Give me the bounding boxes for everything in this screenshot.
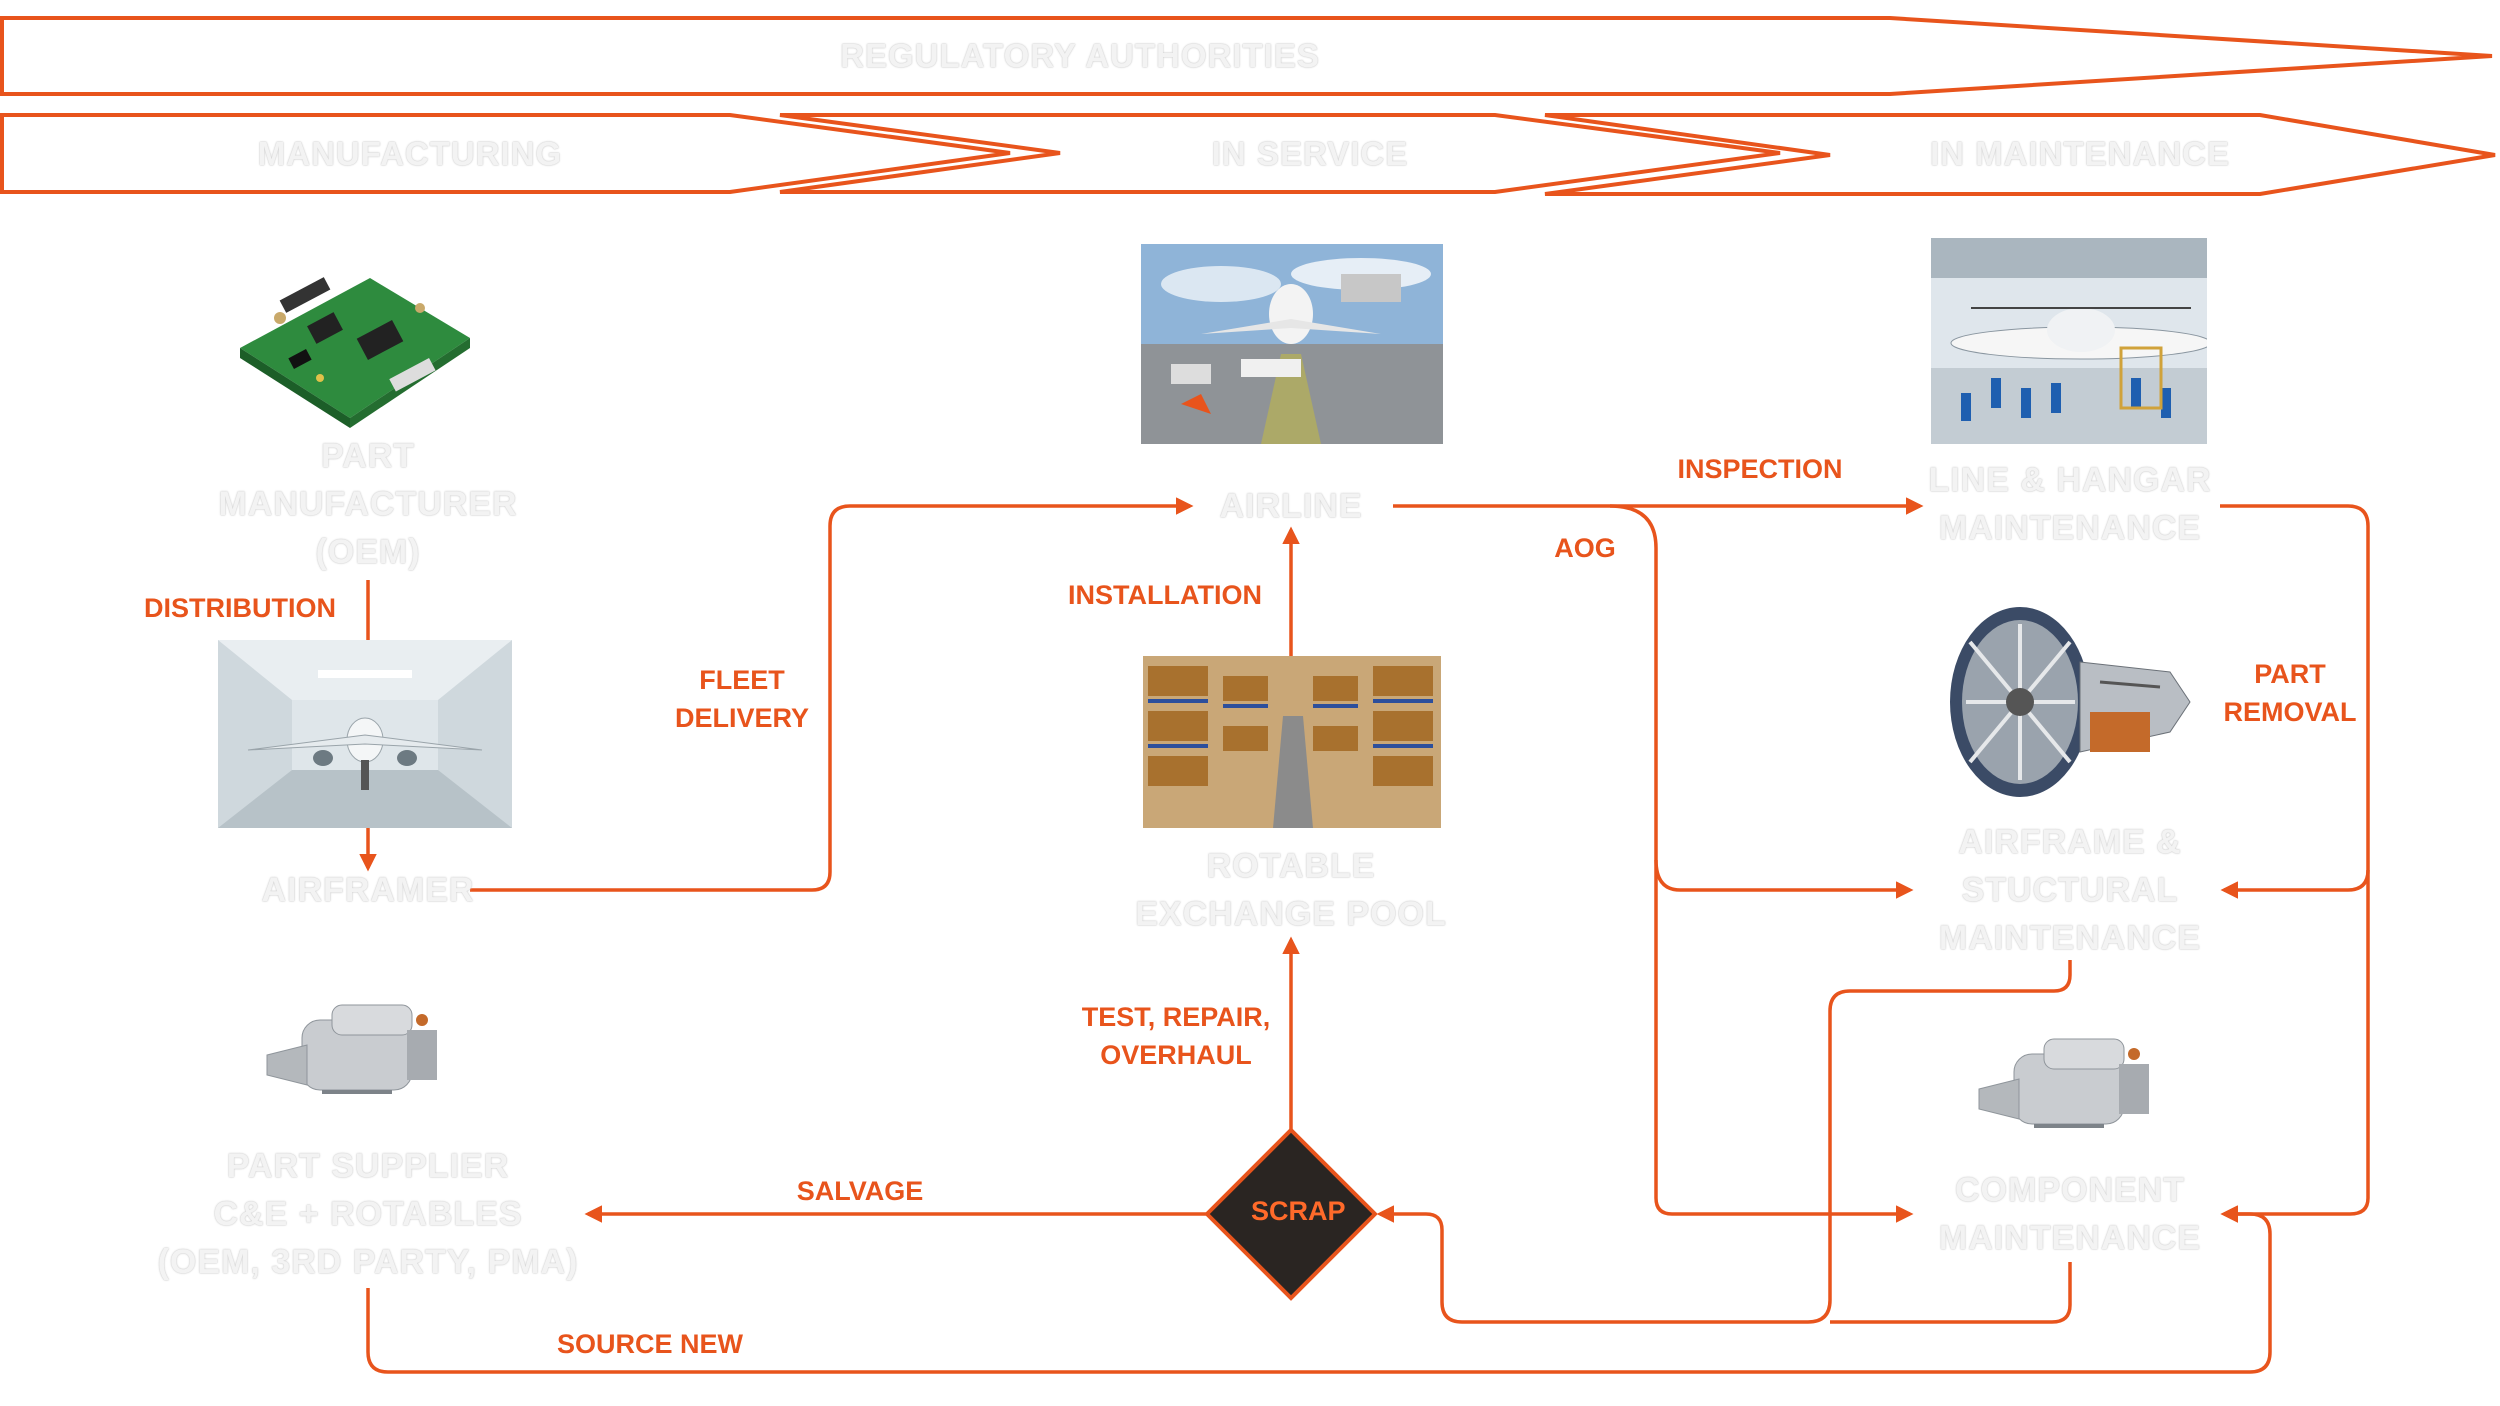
- aircraft-hangar-icon: [218, 640, 512, 828]
- inspection-label: INSPECTION: [1677, 454, 1843, 484]
- jet-engine-icon: [1940, 602, 2202, 812]
- source-new-label: SOURCE NEW: [556, 1329, 743, 1359]
- warehouse-icon: [1143, 656, 1441, 828]
- airframer-label: AIRFRAMER: [261, 871, 475, 909]
- fleet-delivery-arrow: [470, 497, 1194, 892]
- starter-motor-icon: [1974, 1034, 2158, 1156]
- airport-apron-icon: [1141, 244, 1443, 444]
- rotable-exchange-pool-label: ROTABLE EXCHANGE POOL: [1135, 847, 1447, 933]
- airline-label: AIRLINE: [1219, 487, 1363, 525]
- connectors: [359, 497, 2370, 1374]
- manufacturing-label: MANUFACTURING: [257, 135, 563, 172]
- in-maintenance-banner: [1544, 113, 2496, 196]
- salvage-label: SALVAGE: [796, 1176, 924, 1206]
- scrap-label: SCRAP: [1251, 1196, 1346, 1226]
- installation-label: INSTALLATION: [1068, 580, 1262, 610]
- component-to-scrap-connector: [1830, 1262, 2072, 1324]
- scrap-diamond: [1204, 1127, 1378, 1301]
- circuit-board-icon: [220, 258, 482, 433]
- in-maintenance-label: IN MAINTENANCE: [1930, 135, 2230, 172]
- part-removal-to-airframe-arrow: [2220, 869, 2370, 899]
- part-removal-connector: [2220, 504, 2370, 1223]
- airframe-to-scrap-connector: [1376, 960, 2072, 1324]
- starter-motor-icon: [262, 1000, 446, 1122]
- component-maintenance-label: COMPONENT MAINTENANCE: [1938, 1171, 2202, 1257]
- manufacturing-banner: [0, 113, 1011, 194]
- part-supplier-label: PART SUPPLIER C&E + ROTABLES (OEM, 3RD P…: [157, 1147, 579, 1281]
- aog-label: AOG: [1554, 533, 1616, 563]
- part-removal-label: PART REMOVAL: [2223, 659, 2357, 727]
- part-manufacturer-label: PART MANUFACTURER (OEM): [218, 437, 518, 571]
- in-service-banner: [779, 113, 1781, 194]
- fleet-delivery-label: FLEET DELIVERY: [674, 665, 810, 733]
- line-hangar-maintenance-label: LINE & HANGAR MAINTENANCE: [1928, 461, 2212, 547]
- regulatory-banner: [0, 16, 2493, 96]
- regulatory-authorities-label: REGULATORY AUTHORITIES: [840, 37, 1320, 74]
- maintenance-hangar-icon: [1931, 238, 2207, 444]
- aog-to-airframe-arrow: [1654, 859, 1914, 899]
- in-service-label: IN SERVICE: [1211, 135, 1409, 172]
- distribution-label: DISTRIBUTION: [144, 593, 336, 623]
- test-repair-overhaul-label: TEST, REPAIR, OVERHAUL: [1081, 1002, 1271, 1070]
- source-new-arrow: [366, 1205, 2272, 1374]
- banner-shapes: [0, 16, 2496, 196]
- airframe-structural-maintenance-label: AIRFRAME & STUCTURAL MAINTENANCE: [1938, 823, 2202, 957]
